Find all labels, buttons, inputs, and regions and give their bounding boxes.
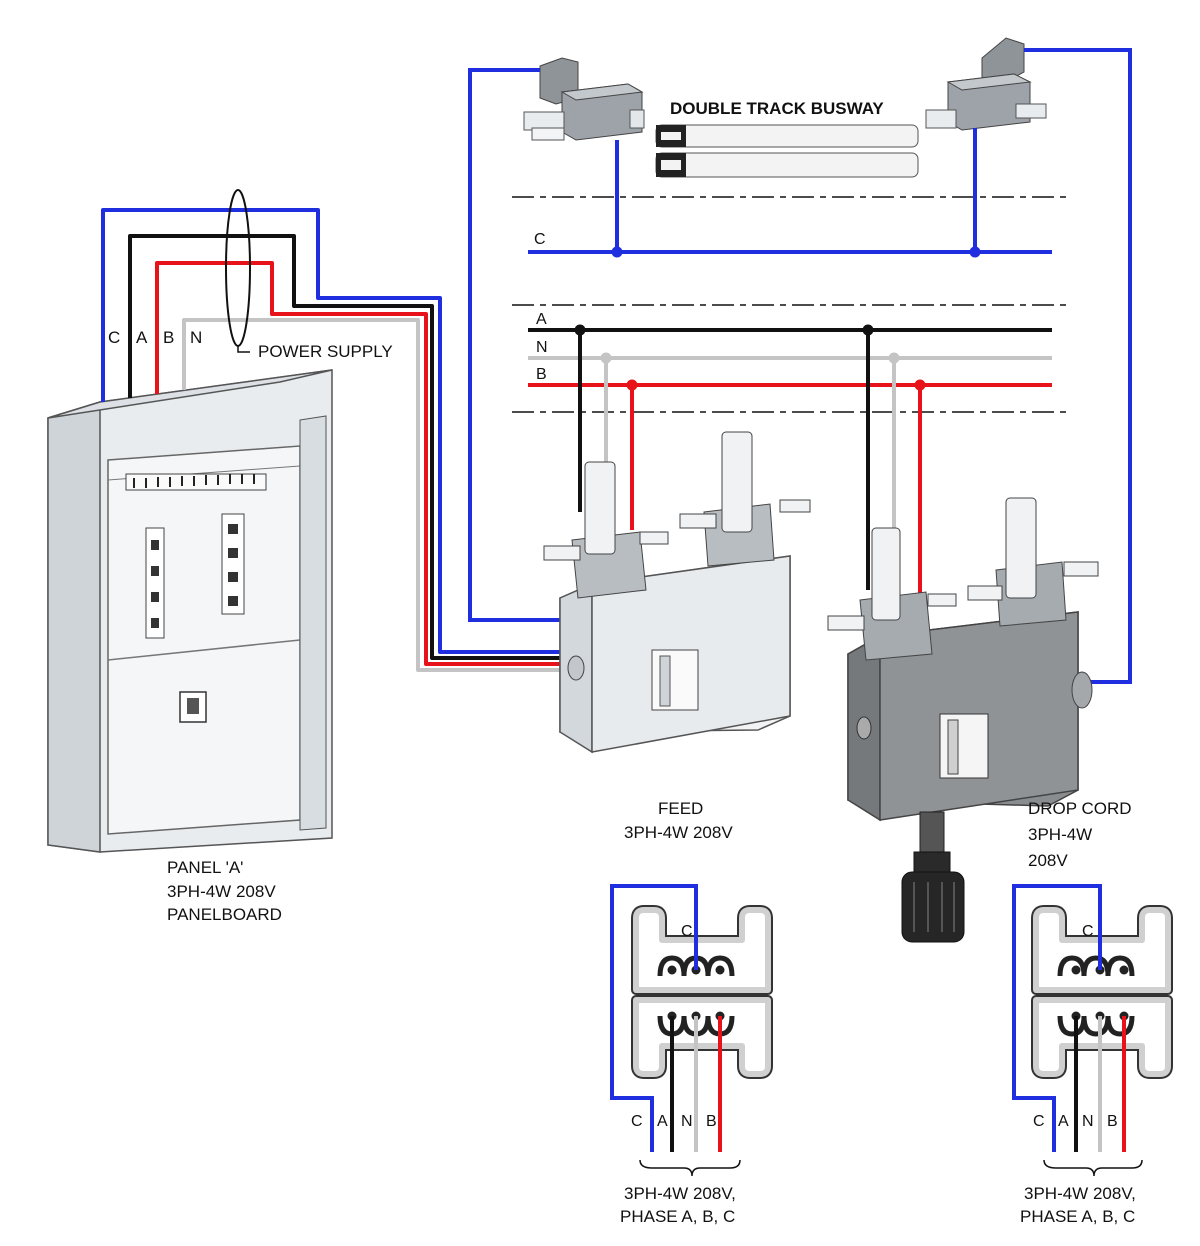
panel-label-line1: PANEL 'A' xyxy=(167,858,243,877)
panel-wire-label-c: C xyxy=(108,328,120,347)
drop-cord-label-line1: DROP CORD xyxy=(1028,799,1132,818)
section-left-top-label: C xyxy=(681,923,693,940)
end-feed-left-icon xyxy=(523,57,645,141)
wire-b-panel xyxy=(155,261,560,666)
section-left-wire-b: B xyxy=(706,1113,717,1130)
wire-c-drop-loop xyxy=(1024,48,1132,684)
drop-cord-label-line2: 3PH-4W xyxy=(1028,825,1092,844)
wire-n-panel xyxy=(182,318,560,672)
wire-c-feed-loop xyxy=(468,68,560,622)
panelboard-icon xyxy=(47,369,333,853)
feed-label-line1: FEED xyxy=(658,799,703,818)
bus-label-c: C xyxy=(534,231,546,248)
drop-cord-label-line3: 208V xyxy=(1028,851,1068,870)
panel-wire-label-b: B xyxy=(163,328,174,347)
busway-track-icon xyxy=(655,124,919,178)
feed-label-line2: 3PH-4W 208V xyxy=(624,823,733,842)
panel-wire-label-n: N xyxy=(190,328,202,347)
section-left-wire-c: C xyxy=(631,1113,643,1130)
bus-label-a: A xyxy=(536,311,547,328)
bus-boundary-lines xyxy=(512,196,1070,413)
busway-title: DOUBLE TRACK BUSWAY xyxy=(670,99,884,118)
end-feed-right-icon xyxy=(925,37,1047,131)
feed-box-icon xyxy=(543,431,811,754)
section-right-wire-n: N xyxy=(1082,1113,1094,1130)
section-right-wire-c: C xyxy=(1033,1113,1045,1130)
drop-cord-box-icon xyxy=(827,497,1099,822)
section-left-wire-a: A xyxy=(657,1113,668,1130)
panel-label-line3: PANELBOARD xyxy=(167,905,282,924)
power-supply-label: POWER SUPPLY xyxy=(258,342,393,361)
panel-wire-label-a: A xyxy=(136,328,148,347)
section-right-caption-line2: PHASE A, B, C xyxy=(1020,1207,1135,1226)
section-left-caption-line2: PHASE A, B, C xyxy=(620,1207,735,1226)
section-right-wire-a: A xyxy=(1058,1113,1069,1130)
plug-icon xyxy=(901,811,965,943)
section-right-top-label: C xyxy=(1082,923,1094,940)
bus-junction-dots xyxy=(574,246,981,391)
section-right-wire-b: B xyxy=(1107,1113,1118,1130)
bus-label-n: N xyxy=(536,339,548,356)
section-left-caption-line1: 3PH-4W 208V, xyxy=(624,1184,736,1203)
panel-feed-wires xyxy=(101,208,560,672)
wire-c-panel xyxy=(101,208,560,654)
section-right-caption-line1: 3PH-4W 208V, xyxy=(1024,1184,1136,1203)
section-left-wire-n: N xyxy=(681,1113,693,1130)
bus-label-b: B xyxy=(536,366,547,383)
power-supply-bundle-marker xyxy=(225,189,251,347)
panel-label-line2: 3PH-4W 208V xyxy=(167,882,276,901)
wire-a-panel xyxy=(128,234,560,660)
busway-section-left-icon xyxy=(631,905,773,1079)
